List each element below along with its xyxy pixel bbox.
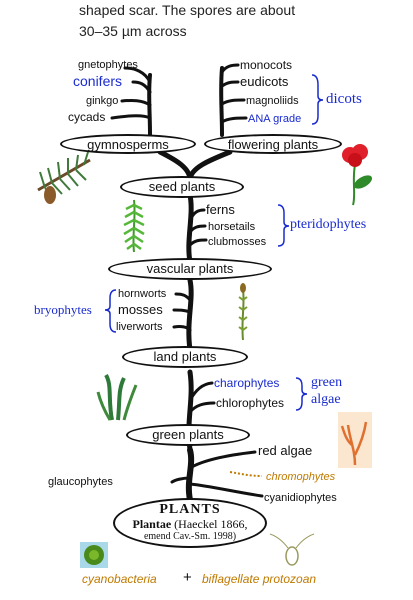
trunk-land xyxy=(189,280,191,350)
branch-mosses xyxy=(174,310,190,312)
pteridophytes-brace xyxy=(278,205,289,246)
fern-illustration xyxy=(124,200,144,252)
plantae-line: Plantae (Haeckel 1866, xyxy=(115,518,265,531)
label-conifers: conifers xyxy=(73,74,122,88)
branch-chlorophytes xyxy=(190,403,214,412)
plus-sign: + xyxy=(183,569,192,586)
label-bryophytes: bryophytes xyxy=(34,303,92,317)
node-plants-root: PLANTS Plantae (Haeckel 1866, emend Cav.… xyxy=(113,498,267,548)
branch-ana xyxy=(222,118,246,122)
node-seed-plants: seed plants xyxy=(120,176,244,198)
branch-ginkgo xyxy=(122,100,150,105)
label-green-algae-line-1: green xyxy=(311,376,342,390)
label-cycads: cycads xyxy=(68,110,105,124)
node-vascular-plants: vascular plants xyxy=(108,258,272,280)
green-algae-brace xyxy=(296,378,307,410)
branch-monocots xyxy=(222,65,238,72)
branch-magnoliids xyxy=(222,100,244,104)
branch-hornworts xyxy=(176,294,190,300)
label-cyanidiophytes: cyanidiophytes xyxy=(264,491,337,505)
flower-illustration xyxy=(342,144,374,205)
plants-title: PLANTS xyxy=(115,502,265,518)
bryophytes-brace xyxy=(105,290,116,332)
trunk-vascular xyxy=(189,195,191,262)
label-ana-grade: ANA grade xyxy=(248,112,301,126)
plantae-name: Plantae xyxy=(133,517,172,531)
label-horsetails: horsetails xyxy=(208,220,255,234)
label-green-algae-line-2: algae xyxy=(311,393,341,407)
label-magnoliids: magnoliids xyxy=(246,94,299,108)
node-gymnosperms: gymnosperms xyxy=(60,134,196,154)
branch-liverworts xyxy=(174,326,190,330)
cyanobacteria-illustration xyxy=(80,542,108,568)
label-chromophytes: chromophytes xyxy=(266,470,335,484)
label-charophytes: charophytes xyxy=(214,376,279,390)
branch-cycads xyxy=(112,116,150,118)
trunk-base xyxy=(189,450,191,500)
label-biflagellate-protozoan: biflagellate protozoan xyxy=(202,572,316,586)
branch-eudicots xyxy=(222,82,238,86)
label-cyanobacteria: cyanobacteria xyxy=(82,572,157,586)
branch-clubmosses xyxy=(190,240,206,245)
branch-cyanidiophytes xyxy=(190,484,262,496)
plantae-author: (Haeckel 1866, xyxy=(174,517,247,531)
label-clubmosses: clubmosses xyxy=(208,235,266,249)
plantae-emend: emend Cav.-Sm. 1998) xyxy=(115,531,265,542)
flowering-stem xyxy=(221,68,222,135)
label-red-algae: red algae xyxy=(258,444,312,458)
label-liverworts: liverworts xyxy=(116,320,162,334)
label-ferns: ferns xyxy=(206,203,235,217)
label-hornworts: hornworts xyxy=(118,287,166,301)
label-monocots: monocots xyxy=(240,58,292,72)
green-algae-illustration xyxy=(98,375,136,420)
label-dicots: dicots xyxy=(326,92,362,106)
branch-red-algae xyxy=(190,452,255,468)
moss-illustration xyxy=(239,283,247,340)
dicots-brace xyxy=(312,75,323,124)
label-mosses: mosses xyxy=(118,303,163,317)
red-algae-illustration xyxy=(338,412,372,468)
label-pteridophytes: pteridophytes xyxy=(290,218,366,232)
label-gnetophytes: gnetophytes xyxy=(78,58,138,72)
node-land-plants: land plants xyxy=(122,346,248,368)
label-glaucophytes: glaucophytes xyxy=(48,475,113,489)
conifer-illustration xyxy=(38,152,90,204)
branch-chromophytes xyxy=(230,472,262,476)
protozoan-illustration xyxy=(270,534,314,565)
node-flowering-plants: flowering plants xyxy=(204,134,342,154)
node-green-plants: green plants xyxy=(126,424,250,446)
label-eudicots: eudicots xyxy=(240,75,288,89)
label-chlorophytes: chlorophytes xyxy=(216,396,284,410)
label-ginkgo: ginkgo xyxy=(86,94,118,108)
